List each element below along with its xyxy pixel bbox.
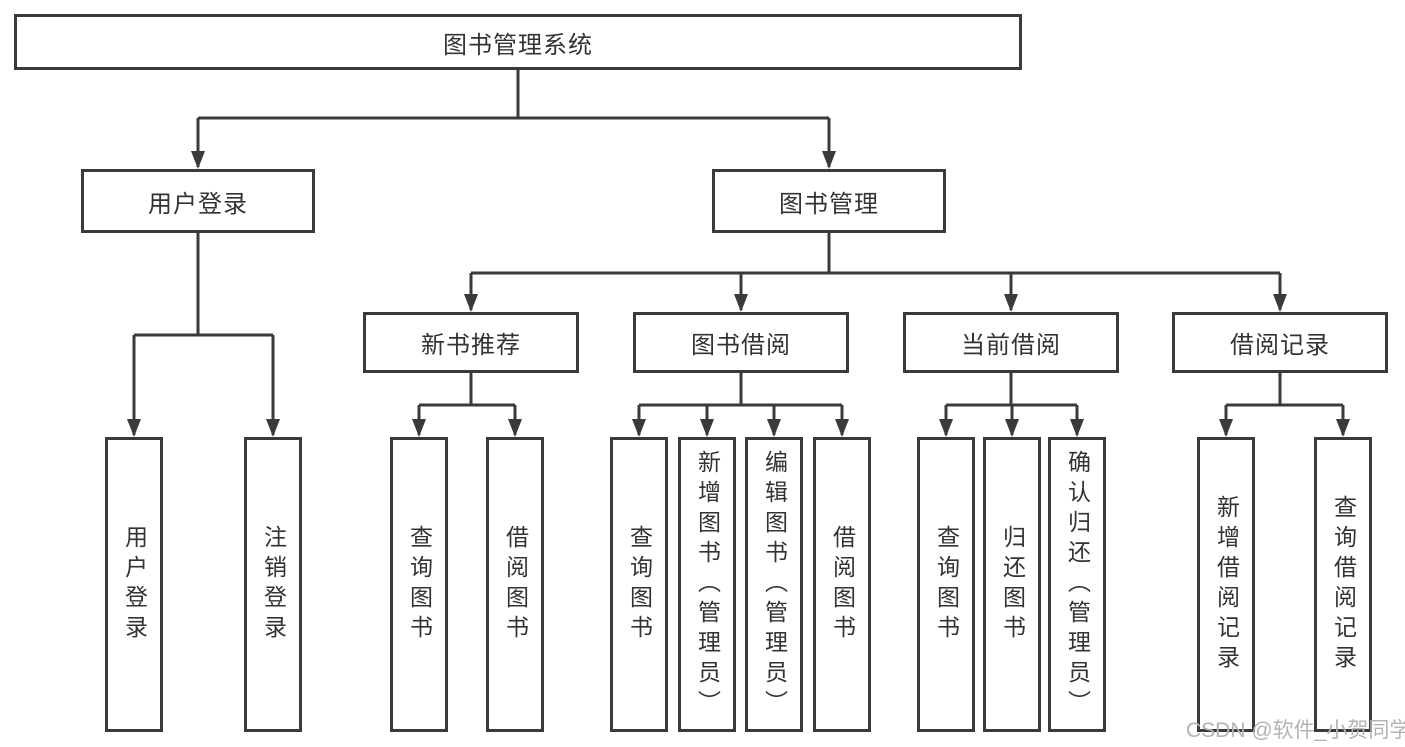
node-add-books-admin: 新增图书（管理员）	[678, 437, 736, 732]
node-query-books-recommend: 查询图书	[390, 437, 448, 732]
node-borrow-books-recommend: 借阅图书	[486, 437, 544, 732]
node-logout-action: 注销登录	[244, 437, 302, 732]
csdn-watermark: CSDN @软件_小贺同学	[1186, 719, 1405, 742]
node-label: 注销登录	[260, 524, 287, 645]
node-label: 借阅图书	[502, 524, 529, 645]
node-label: 查询图书	[626, 524, 653, 645]
node-label: 查询借阅记录	[1330, 494, 1357, 675]
node-borrowing-records: 借阅记录	[1172, 312, 1388, 373]
node-borrow-books-action: 借阅图书	[813, 437, 871, 732]
node-label: 当前借阅	[961, 332, 1061, 359]
node-query-borrow-record: 查询借阅记录	[1314, 437, 1372, 732]
node-label: 查询图书	[933, 524, 960, 645]
node-book-borrowing: 图书借阅	[633, 312, 849, 373]
node-user-login-action: 用户登录	[105, 437, 163, 732]
connector-arrows	[127, 118, 1350, 437]
node-return-books: 归还图书	[983, 437, 1041, 732]
node-label: 图书管理	[779, 190, 879, 218]
node-label: 借阅记录	[1230, 332, 1330, 359]
node-label: 确认归还（管理员）	[1064, 449, 1091, 720]
node-label: 图书借阅	[691, 332, 791, 359]
node-current-borrowing: 当前借阅	[903, 312, 1119, 373]
node-label: 查询图书	[406, 524, 433, 645]
node-label: 新增借阅记录	[1213, 494, 1240, 675]
node-label: 新增图书（管理员）	[694, 449, 721, 720]
node-label: 归还图书	[999, 524, 1026, 645]
node-label: 用户登录	[148, 190, 248, 218]
node-label: 编辑图书（管理员）	[761, 449, 788, 720]
node-query-books-current: 查询图书	[917, 437, 975, 732]
node-new-book-recommendation: 新书推荐	[363, 312, 579, 373]
node-edit-books-admin: 编辑图书（管理员）	[745, 437, 803, 732]
node-user-login-module: 用户登录	[81, 169, 315, 233]
node-label: 新书推荐	[421, 332, 521, 359]
node-label: 借阅图书	[829, 524, 856, 645]
node-confirm-return-admin: 确认归还（管理员）	[1048, 437, 1106, 732]
node-label: 图书管理系统	[443, 31, 593, 59]
node-add-borrow-record: 新增借阅记录	[1197, 437, 1255, 732]
node-book-management-module: 图书管理	[712, 169, 946, 233]
node-label: 用户登录	[121, 524, 148, 645]
node-library-management-system: 图书管理系统	[14, 14, 1022, 70]
node-query-books-borrow: 查询图书	[610, 437, 668, 732]
